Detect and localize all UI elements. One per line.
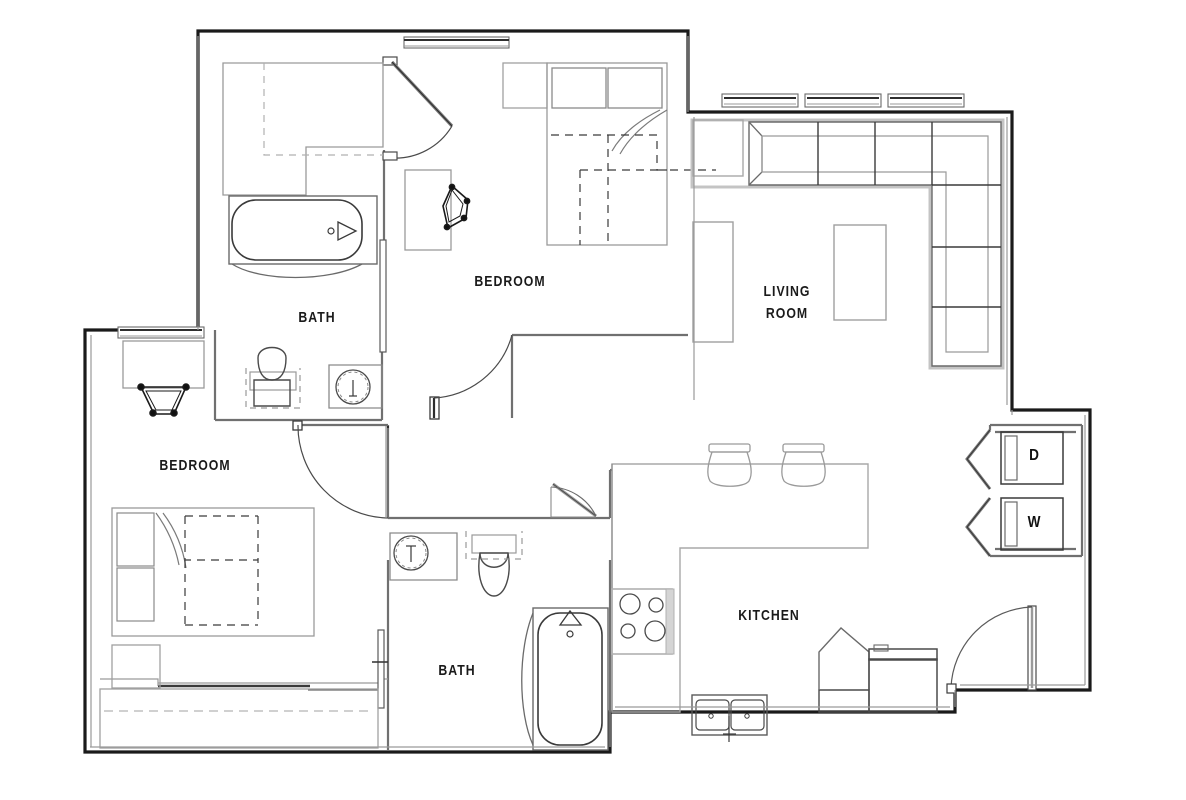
window-bedroom-top xyxy=(403,36,510,49)
fixtures-kitchen xyxy=(611,443,938,742)
bathtub-bath-bottom xyxy=(521,607,609,751)
cooktop-kitchen xyxy=(611,588,675,655)
room-label-living-room: LIVING ROOM xyxy=(763,283,811,322)
furniture-bedroom-bottom xyxy=(99,340,379,749)
door-bath-bottom xyxy=(550,482,597,518)
door-bath-bottom-pocket xyxy=(372,629,388,709)
room-label-bath-bottom: BATH xyxy=(438,662,476,679)
window-bedroom-bottom-top xyxy=(117,326,205,339)
desk-chair-bedroom-bottom xyxy=(137,383,190,417)
appliance-label-washer: W xyxy=(1027,514,1041,531)
bar-stool-1 xyxy=(707,443,752,487)
fixtures-bath-top xyxy=(228,195,383,409)
refrigerator xyxy=(868,644,938,713)
door-bedroom-bottom-entry xyxy=(292,420,389,519)
kitchen-sink xyxy=(691,694,768,742)
closet-bedroom-top xyxy=(222,62,384,196)
window-bedroom-bottom-bottom xyxy=(100,678,388,691)
window-living-room-2 xyxy=(804,93,882,108)
bar-stool-2 xyxy=(781,443,826,487)
toilet-bath-bottom xyxy=(465,531,523,597)
door-laundry-washer xyxy=(965,497,992,557)
room-label-bedroom-bottom: BEDROOM xyxy=(159,457,231,474)
door-bath-top xyxy=(379,239,387,353)
door-closet-bedroom-top xyxy=(382,56,454,161)
room-label-kitchen: KITCHEN xyxy=(738,607,800,624)
furniture-living-room xyxy=(690,118,1005,370)
washer-unit xyxy=(1000,497,1064,551)
fixtures-bath-bottom xyxy=(389,531,609,751)
windows xyxy=(100,36,965,691)
desk-chair-bedroom-top xyxy=(442,183,471,231)
door-entry-main xyxy=(946,605,1037,694)
toilet-bath-top xyxy=(245,346,301,409)
sectional-sofa xyxy=(690,118,1005,370)
structure-detail-lines xyxy=(90,36,1086,748)
vanity-sink-bath-top xyxy=(328,364,383,409)
laundry-appliances xyxy=(1000,431,1064,551)
door-laundry-dryer xyxy=(965,429,992,490)
room-label-bath-top: BATH xyxy=(298,309,336,326)
kitchen-island xyxy=(611,463,869,713)
vanity-sink-bath-bottom xyxy=(389,532,458,581)
appliance-label-dryer: D xyxy=(1029,447,1039,464)
window-living-room-1 xyxy=(721,93,799,108)
furniture-bedroom-top xyxy=(222,62,716,251)
doors xyxy=(292,56,1037,709)
dryer-unit xyxy=(1000,431,1064,485)
door-bedroom-top-entry xyxy=(429,334,513,420)
room-label-bedroom-top: BEDROOM xyxy=(474,273,546,290)
window-living-room-3 xyxy=(887,93,965,108)
